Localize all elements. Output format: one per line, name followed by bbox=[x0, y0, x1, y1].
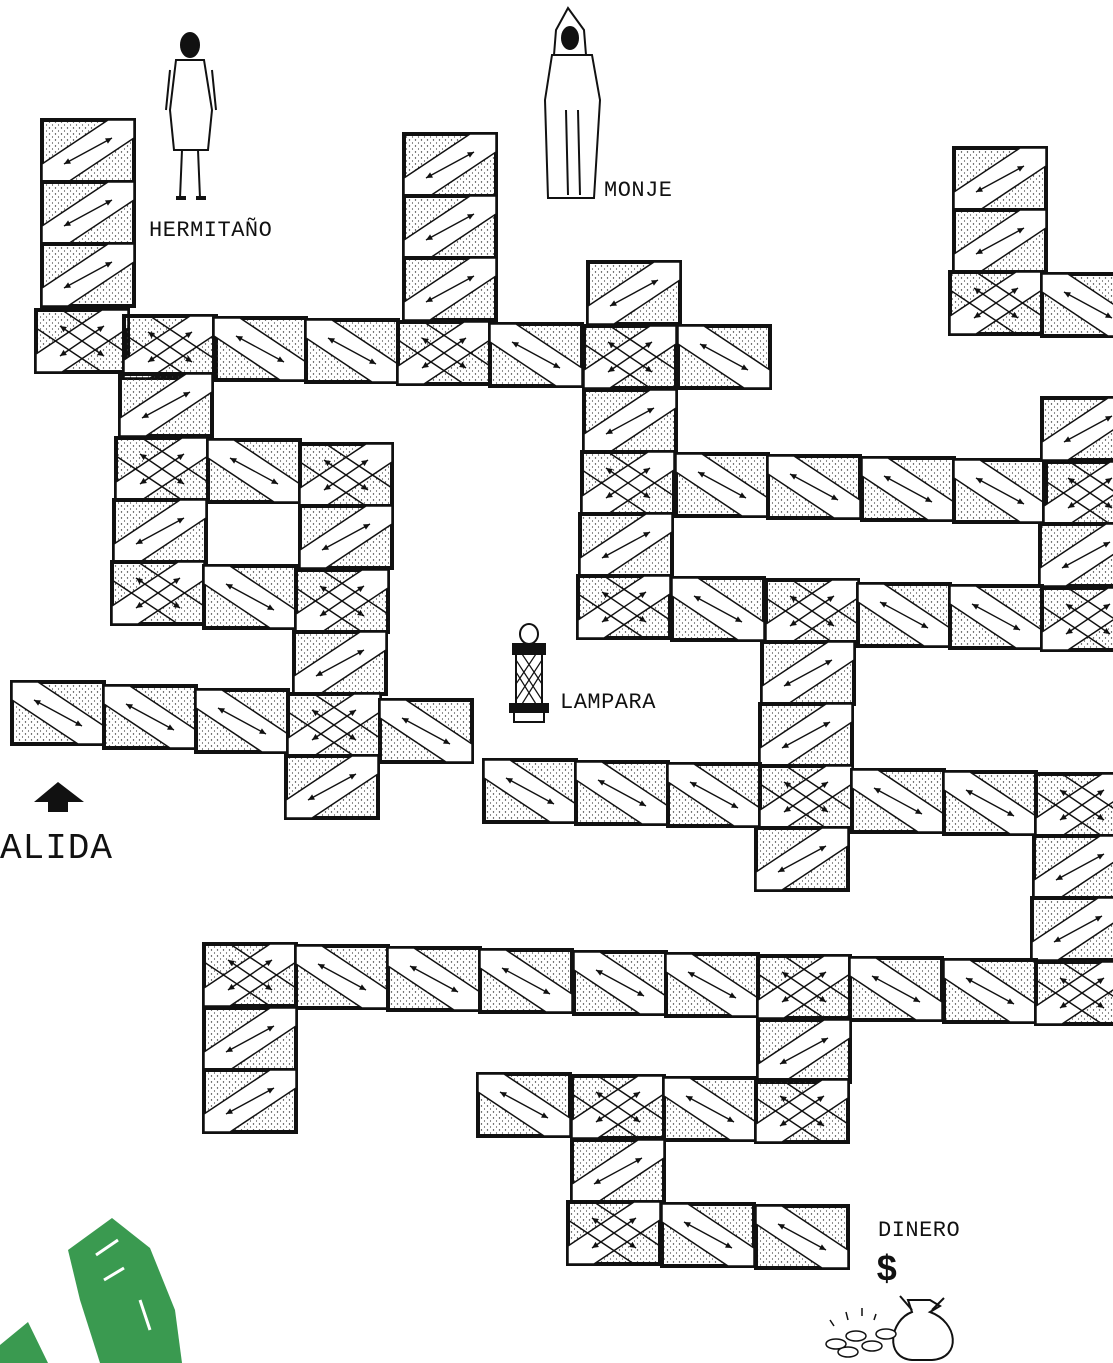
dollar-sign: $ bbox=[876, 1250, 899, 1291]
maze-tile bbox=[944, 772, 1036, 834]
maze-tile bbox=[768, 456, 860, 518]
maze-tile bbox=[104, 686, 196, 748]
maze-tile bbox=[954, 460, 1046, 522]
maze-tile bbox=[572, 1076, 664, 1138]
maze-tile bbox=[404, 196, 496, 258]
maze-tile bbox=[294, 632, 386, 694]
maze-tile bbox=[584, 390, 676, 452]
maze-tile bbox=[676, 454, 768, 516]
maze-tile bbox=[760, 704, 852, 766]
maze-tile bbox=[944, 960, 1036, 1022]
maze-tile bbox=[756, 828, 848, 890]
maze-tile bbox=[588, 262, 680, 324]
maze-tile bbox=[574, 952, 666, 1014]
lamp-icon bbox=[510, 624, 548, 722]
maze-tile bbox=[672, 578, 764, 640]
maze-tile bbox=[490, 324, 582, 386]
maze-tile bbox=[1032, 898, 1113, 960]
label-hermitano: HERMITAÑO bbox=[149, 218, 272, 243]
maze-tile bbox=[666, 954, 758, 1016]
monk-figure bbox=[545, 8, 600, 198]
maze-tile bbox=[1042, 398, 1113, 460]
maze-tile bbox=[584, 326, 676, 388]
green-grass-decoration bbox=[0, 1218, 182, 1363]
maze-tile bbox=[42, 182, 134, 244]
maze-tile bbox=[288, 694, 380, 756]
maze-tile bbox=[214, 318, 306, 380]
maze-tile bbox=[1042, 274, 1113, 336]
maze-tile bbox=[36, 310, 128, 372]
maze-tile bbox=[120, 374, 212, 436]
maze-tile bbox=[114, 500, 206, 562]
up-arrow-icon bbox=[34, 782, 84, 812]
maze-tile bbox=[42, 244, 134, 306]
maze-tile bbox=[858, 584, 950, 646]
label-salida: ALIDA bbox=[0, 828, 113, 869]
maze-tile bbox=[306, 320, 398, 382]
maze-tile bbox=[766, 580, 858, 642]
maze-tile bbox=[850, 958, 942, 1020]
maze-tile bbox=[124, 316, 216, 378]
maze-tile bbox=[760, 766, 852, 828]
maze-tile bbox=[572, 1140, 664, 1202]
maze-tile bbox=[296, 570, 388, 632]
maze-tile bbox=[296, 946, 388, 1008]
maze-tile bbox=[1036, 962, 1113, 1024]
maze-tile bbox=[852, 770, 944, 832]
maze-tile bbox=[664, 1078, 756, 1140]
maze-tile bbox=[204, 1008, 296, 1070]
maze-tile bbox=[398, 322, 490, 384]
maze-tile bbox=[484, 760, 576, 822]
maze-tile bbox=[1042, 588, 1113, 650]
maze-tile bbox=[380, 700, 472, 762]
maze-tile bbox=[204, 944, 296, 1006]
hermit-figure bbox=[166, 33, 216, 198]
maze-tile bbox=[668, 764, 760, 826]
money-bag-icon bbox=[893, 1296, 953, 1360]
maze-tile bbox=[42, 120, 134, 182]
maze-tile bbox=[1036, 774, 1113, 836]
maze-tile bbox=[758, 956, 850, 1018]
maze-tile bbox=[204, 1070, 296, 1132]
maze-tile bbox=[678, 326, 770, 388]
maze-tile bbox=[954, 148, 1046, 210]
maze-tile bbox=[478, 1074, 570, 1136]
maze-tile bbox=[196, 690, 288, 752]
maze-tile bbox=[576, 762, 668, 824]
maze-tile bbox=[300, 444, 392, 506]
maze-tile bbox=[404, 258, 496, 320]
maze-tile bbox=[480, 950, 572, 1012]
maze-tile bbox=[1034, 836, 1113, 898]
maze-tile bbox=[116, 438, 208, 500]
maze-tile bbox=[286, 756, 378, 818]
maze-tile bbox=[758, 1020, 850, 1082]
label-dinero: DINERO bbox=[878, 1218, 960, 1243]
maze-tile bbox=[568, 1202, 660, 1264]
maze-tile bbox=[862, 458, 954, 520]
maze-tile bbox=[112, 562, 204, 624]
maze-tile bbox=[950, 586, 1042, 648]
maze-tile bbox=[12, 682, 104, 744]
maze-tile bbox=[578, 576, 670, 638]
maze-tile bbox=[756, 1080, 848, 1142]
coins-icon bbox=[826, 1308, 896, 1357]
maze-tile bbox=[300, 506, 392, 568]
maze-tile bbox=[204, 566, 296, 628]
maze-tile bbox=[762, 642, 854, 704]
label-lampara: LAMPARA bbox=[560, 690, 656, 715]
label-monje: MONJE bbox=[604, 178, 673, 203]
maze-tile bbox=[954, 210, 1046, 272]
maze-tile bbox=[208, 440, 300, 502]
maze-tile bbox=[580, 514, 672, 576]
maze-tile bbox=[662, 1204, 754, 1266]
maze-tile bbox=[582, 452, 674, 514]
maze-tile bbox=[1044, 462, 1113, 524]
maze-tile bbox=[1040, 524, 1113, 586]
maze-tile bbox=[950, 272, 1042, 334]
maze-tile bbox=[756, 1206, 848, 1268]
maze-tile bbox=[388, 948, 480, 1010]
maze-tile bbox=[404, 134, 496, 196]
